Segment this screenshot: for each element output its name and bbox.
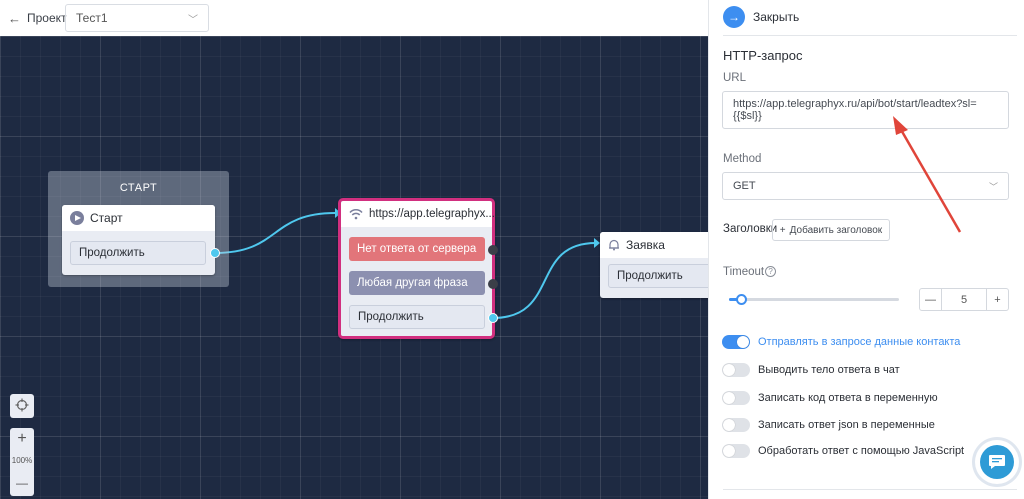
node-title: https://app.telegraphyx.... — [369, 208, 499, 220]
arrow-left-icon: ← — [8, 10, 21, 26]
no-server-response-button[interactable]: Нет ответа от сервера — [349, 237, 485, 261]
timeout-input[interactable]: 5 — [960, 293, 968, 306]
timeout-label: Timeout — [723, 266, 765, 278]
increment-button[interactable]: + — [986, 289, 1008, 310]
node-title: Заявка — [626, 238, 665, 252]
continue-label: Продолжить — [79, 247, 145, 259]
method-select[interactable]: GET ﹀ — [722, 172, 1009, 200]
wire-http-to-lead — [492, 242, 597, 319]
toggle-switch[interactable] — [722, 335, 750, 349]
close-panel-button[interactable]: → Закрыть — [723, 6, 799, 28]
url-label: URL — [723, 72, 747, 84]
chat-bubble-icon — [980, 445, 1014, 479]
zoom-control: + 100% — — [10, 428, 34, 496]
toggle-row[interactable]: Отправлять в запросе данные контакта — [722, 335, 960, 349]
continue-button[interactable]: Продолжить — [608, 264, 708, 288]
timeout-slider[interactable] — [729, 294, 899, 305]
wifi-icon — [349, 208, 363, 220]
timeout-stepper: — 5 + — [919, 288, 1009, 311]
toggle-switch[interactable] — [722, 391, 750, 405]
chevron-down-icon: ﹀ — [988, 182, 998, 192]
output-port[interactable] — [488, 313, 498, 323]
url-input[interactable]: https://app.telegraphyx.ru/api/bot/start… — [722, 91, 1009, 129]
node-title: Старт — [90, 211, 123, 225]
lead-node[interactable]: Заявка Продолжить — [600, 232, 708, 298]
help-icon[interactable]: ? — [765, 266, 777, 277]
output-port[interactable] — [488, 245, 498, 255]
arrow-right-icon: → — [723, 6, 745, 28]
node-header: Старт — [62, 205, 215, 231]
toggle-label: Обработать ответ с помощью JavaScript — [758, 445, 965, 457]
toggle-row[interactable]: Записать ответ json в переменные — [722, 418, 935, 432]
any-other-phrase-button[interactable]: Любая другая фраза — [349, 271, 485, 295]
group-title: СТАРТ — [119, 182, 158, 194]
bell-icon — [608, 239, 620, 251]
toggle-switch[interactable] — [722, 363, 750, 377]
crosshair-icon — [15, 398, 29, 415]
http-request-node[interactable]: https://app.telegraphyx.... Нет ответа о… — [338, 198, 498, 339]
back-to-project-button[interactable]: ← Проект — [8, 11, 67, 26]
project-select[interactable]: Тест1 ﹀ — [65, 4, 209, 32]
slider-fill — [729, 298, 741, 301]
toggle-row[interactable]: Обработать ответ с помощью JavaScript — [722, 444, 964, 458]
continue-button[interactable]: Продолжить — [70, 241, 206, 265]
node-header: https://app.telegraphyx.... — [341, 201, 498, 227]
button-label: Любая другая фраза — [357, 277, 468, 289]
toggle-label: Записать ответ json в переменные — [758, 419, 935, 431]
button-label: Нет ответа от сервера — [357, 243, 477, 255]
toggle-row[interactable]: Выводить тело ответа в чат — [722, 363, 900, 377]
flow-canvas[interactable]: СТАРТ Старт Продолжить https://app.teleg… — [0, 36, 708, 499]
zoom-out-button[interactable]: — — [16, 476, 28, 490]
project-select-value: Тест1 — [76, 11, 108, 25]
back-label: Проект — [27, 11, 67, 25]
wire-start-to-http — [214, 212, 336, 254]
center-view-button[interactable] — [10, 394, 34, 418]
chevron-down-icon: ﹀ — [188, 15, 198, 26]
output-port[interactable] — [210, 248, 220, 258]
toggle-row[interactable]: Записать код ответа в переменную — [722, 391, 938, 405]
add-header-button[interactable]: + Добавить заголовок — [772, 219, 890, 241]
settings-panel: → Закрыть HTTP-запрос URL https://app.te… — [708, 0, 1024, 499]
start-node[interactable]: Старт Продолжить — [62, 205, 215, 275]
plus-icon: + — [779, 224, 786, 236]
method-select-value: GET — [733, 180, 756, 192]
zoom-in-button[interactable]: + — [17, 430, 27, 447]
toggle-switch[interactable] — [722, 418, 750, 432]
toggle-switch[interactable] — [722, 444, 750, 458]
toggle-label: Записать код ответа в переменную — [758, 392, 938, 404]
continue-label: Продолжить — [358, 311, 424, 323]
toggle-label: Отправлять в запросе данные контакта — [758, 336, 961, 348]
section-title: HTTP-запрос — [723, 48, 803, 63]
add-header-label: Добавить заголовок — [789, 224, 883, 236]
support-chat-button[interactable] — [975, 440, 1019, 484]
headers-label: Заголовки — [723, 223, 778, 235]
close-label: Закрыть — [753, 10, 800, 24]
top-bar: ← Проект Тест1 ﹀ — [0, 0, 708, 36]
play-icon — [70, 211, 84, 225]
node-header: Заявка — [600, 232, 708, 258]
continue-label: Продолжить — [617, 270, 683, 282]
timeout-label-row: Timeout? — [723, 266, 777, 278]
divider — [723, 35, 1017, 36]
decrement-button[interactable]: — — [920, 289, 942, 310]
toggle-label: Выводить тело ответа в чат — [758, 364, 900, 376]
output-port[interactable] — [488, 279, 498, 289]
slider-handle[interactable] — [735, 294, 747, 305]
divider — [723, 489, 1017, 490]
method-label: Method — [723, 153, 762, 165]
zoom-level: 100% — [11, 456, 33, 465]
continue-button[interactable]: Продолжить — [349, 305, 485, 329]
